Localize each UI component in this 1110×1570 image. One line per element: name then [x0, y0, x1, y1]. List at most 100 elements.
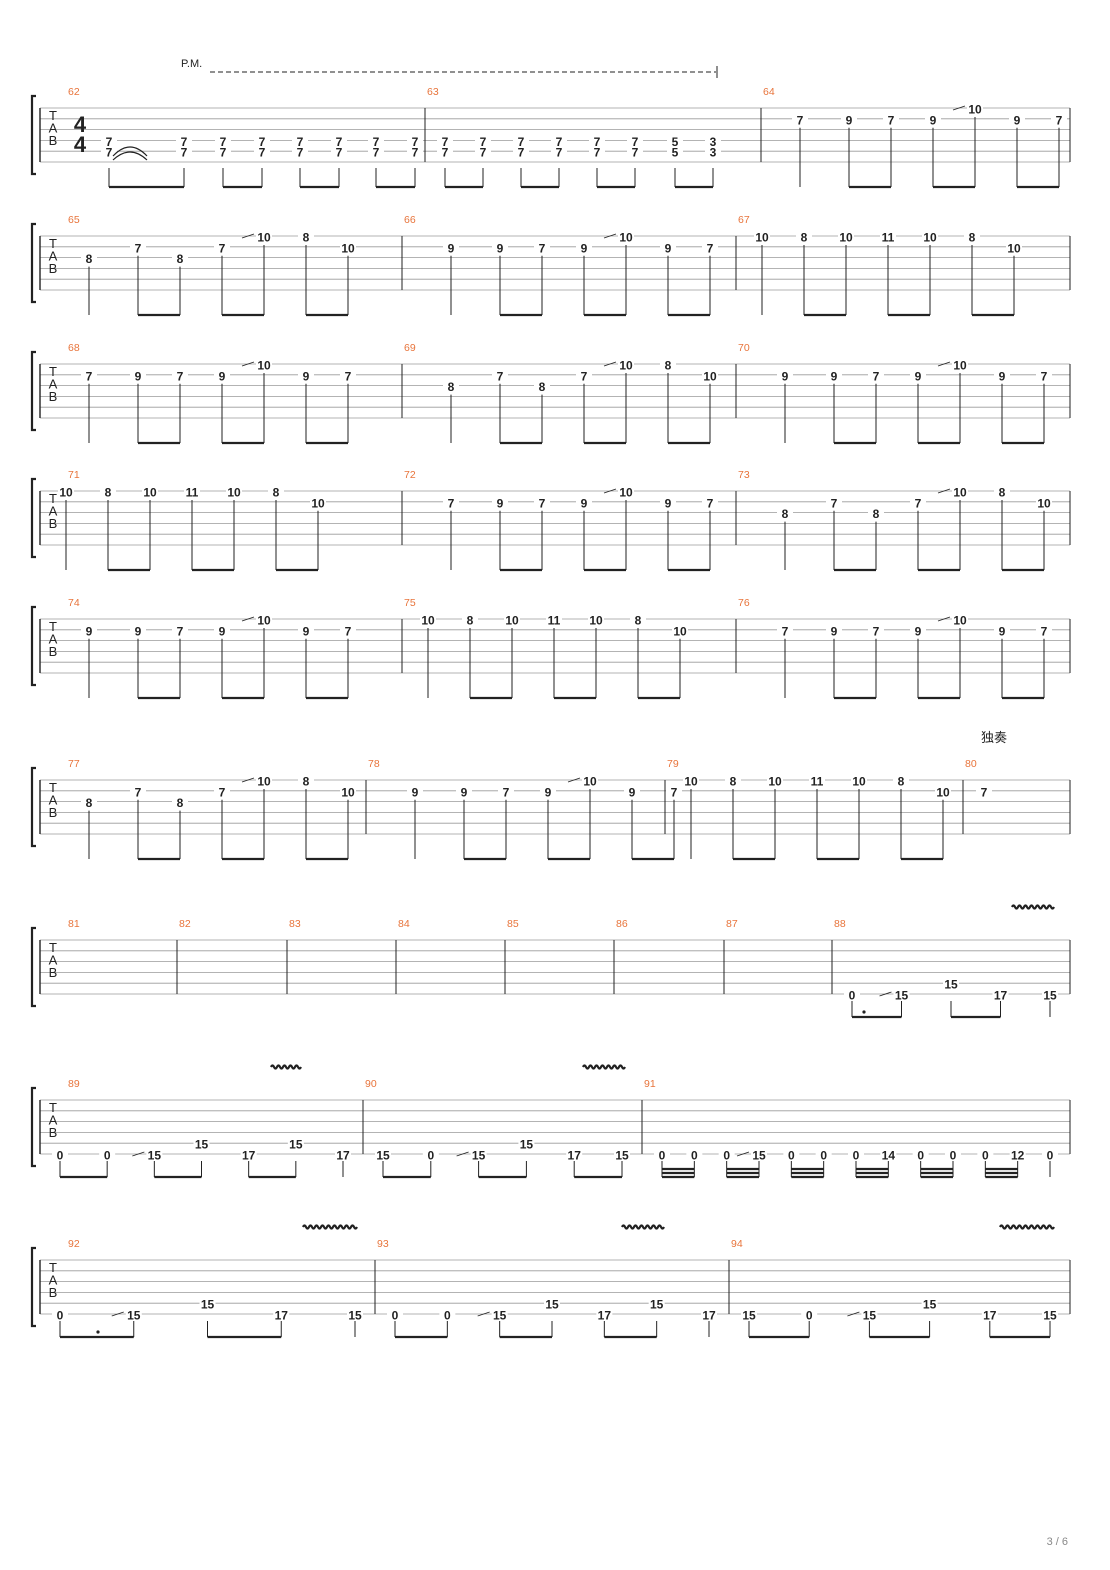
- fret-background: [81, 252, 97, 264]
- fret-number: 7: [518, 135, 525, 149]
- fret-number: 15: [1043, 1309, 1057, 1323]
- fret-number: 14: [882, 1149, 896, 1163]
- fret-number: 15: [376, 1149, 390, 1163]
- fret-number: 7: [181, 135, 188, 149]
- fret-background: [368, 135, 384, 147]
- measure-number: 69: [404, 342, 416, 354]
- fret-background: [310, 496, 326, 508]
- fret-background: [596, 1309, 613, 1320]
- fret-number: 0: [444, 1309, 451, 1323]
- fret-background: [751, 1149, 767, 1160]
- fret-number: 10: [257, 231, 271, 245]
- fret-background: [492, 496, 508, 508]
- fret-background: [340, 785, 356, 797]
- tab-clef-letter: B: [49, 261, 58, 276]
- fret-background: [422, 1149, 439, 1160]
- fret-number: 7: [915, 496, 922, 510]
- fret-number: 15: [195, 1138, 209, 1152]
- fret-number: 0: [982, 1149, 989, 1163]
- fret-background: [101, 146, 117, 158]
- measure-number: 75: [404, 597, 416, 609]
- fret-background: [922, 231, 938, 242]
- fret-background: [130, 624, 146, 636]
- fret-background: [172, 252, 188, 264]
- fret-number: 8: [273, 486, 280, 500]
- fret-number: 7: [873, 624, 880, 638]
- fret-background: [298, 369, 314, 381]
- fret-number: 0: [1047, 1149, 1054, 1163]
- fret-background: [910, 496, 926, 508]
- fret-number: 15: [650, 1298, 664, 1312]
- vibrato-mark: [302, 1224, 358, 1230]
- fret-background: [838, 231, 854, 242]
- measure-number: 70: [738, 342, 750, 354]
- fret-number: 10: [583, 775, 597, 789]
- fret-number: 9: [629, 785, 636, 799]
- fret-background: [498, 785, 514, 797]
- fret-background: [407, 785, 423, 797]
- fret-number: 7: [539, 496, 546, 510]
- fret-background: [130, 785, 146, 797]
- system-bracket: [30, 605, 36, 687]
- fret-number: 9: [915, 369, 922, 383]
- measure-number: 83: [289, 918, 301, 930]
- fret-number: 7: [556, 135, 563, 149]
- fret-number: 10: [923, 231, 937, 245]
- tab-clef-letter: T: [49, 364, 57, 379]
- fret-background: [513, 146, 529, 158]
- fret-number: 15: [863, 1309, 877, 1323]
- fret-background: [540, 785, 556, 797]
- fret-background: [340, 624, 356, 636]
- fret-background: [614, 1149, 630, 1160]
- fret-number: 8: [303, 231, 310, 245]
- fret-number: 7: [297, 146, 304, 160]
- fret-number: 11: [548, 614, 561, 628]
- fret-number: 9: [999, 369, 1006, 383]
- tab-clef-letter: A: [49, 504, 58, 519]
- fret-number: 8: [873, 507, 880, 521]
- tab-clef-letter: B: [49, 644, 58, 659]
- measure-number: 68: [68, 342, 80, 354]
- measure-number: 93: [377, 1238, 389, 1250]
- fret-number: 8: [105, 486, 112, 500]
- fret-background: [176, 146, 192, 158]
- fret-background: [100, 486, 116, 497]
- fret-background: [142, 486, 158, 497]
- system-bracket: [30, 350, 36, 432]
- fret-number: 7: [219, 785, 226, 799]
- fret-background: [801, 1309, 818, 1320]
- fret-number: 0: [788, 1149, 795, 1163]
- fret-background: [1042, 1149, 1058, 1160]
- fret-number: 9: [1014, 113, 1021, 127]
- dot-mark: [96, 1330, 100, 1334]
- fret-number: 7: [873, 369, 880, 383]
- fret-background: [777, 507, 793, 519]
- fret-number: 15: [520, 1138, 534, 1152]
- measure-number: 85: [507, 918, 519, 930]
- fret-number: 3: [710, 135, 717, 149]
- fret-background: [952, 614, 968, 625]
- fret-number: 7: [497, 369, 504, 383]
- measure-number: 62: [68, 86, 80, 98]
- time-signature-top: 4: [74, 112, 87, 137]
- fret-number: 3: [710, 146, 717, 160]
- measure-number: 90: [365, 1078, 377, 1090]
- fret-number: 10: [619, 486, 633, 500]
- fret-number: 8: [999, 486, 1006, 500]
- fret-number: 9: [999, 624, 1006, 638]
- vibrato-mark: [1011, 904, 1055, 910]
- slide-mark: [603, 361, 617, 367]
- fret-background: [551, 135, 567, 147]
- fret-background: [475, 135, 491, 147]
- fret-background: [1009, 113, 1025, 125]
- fret-number: 10: [311, 496, 325, 510]
- fret-background: [215, 146, 231, 158]
- fret-number: 9: [303, 369, 310, 383]
- fret-number: 15: [742, 1309, 756, 1323]
- fret-background: [725, 775, 741, 786]
- fret-number: 15: [201, 1298, 215, 1312]
- fret-number: 8: [782, 507, 789, 521]
- fret-number: 7: [782, 624, 789, 638]
- fret-number: 9: [782, 369, 789, 383]
- fret-background: [340, 241, 356, 253]
